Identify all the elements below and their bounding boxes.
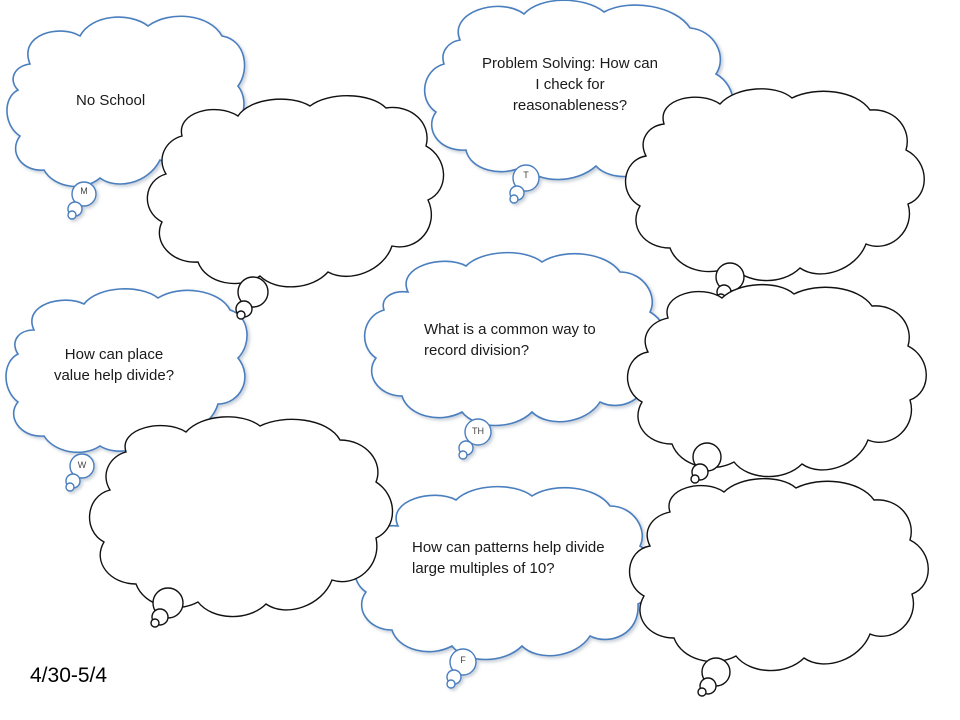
day-label-monday: M <box>80 186 88 196</box>
day-label-thursday: TH <box>472 426 484 436</box>
day-label-friday: F <box>460 655 466 665</box>
question-tuesday: Problem Solving: How can I check for rea… <box>482 55 658 114</box>
question-wednesday: How can place value help divide? <box>53 346 175 384</box>
answer-cloud-wednesday[interactable] <box>88 416 394 628</box>
day-label-wednesday: W <box>77 460 87 470</box>
question-thursday: What is a common way to record division? <box>424 321 596 359</box>
question-friday: How can patterns help divide large multi… <box>412 539 605 577</box>
answer-cloud-monday[interactable] <box>146 95 445 320</box>
question-monday: No School <box>76 92 146 109</box>
date-range: 4/30-5/4 <box>30 664 108 687</box>
day-label-tuesday: T <box>523 170 529 180</box>
thought-cloud-wednesday <box>5 288 248 492</box>
answer-cloud-thursday[interactable] <box>626 284 927 484</box>
thought-cloud-thursday <box>363 251 668 460</box>
answer-cloud-tuesday[interactable] <box>624 88 925 303</box>
thought-cloud-friday <box>353 485 658 689</box>
answer-cloud-friday[interactable] <box>628 478 929 697</box>
